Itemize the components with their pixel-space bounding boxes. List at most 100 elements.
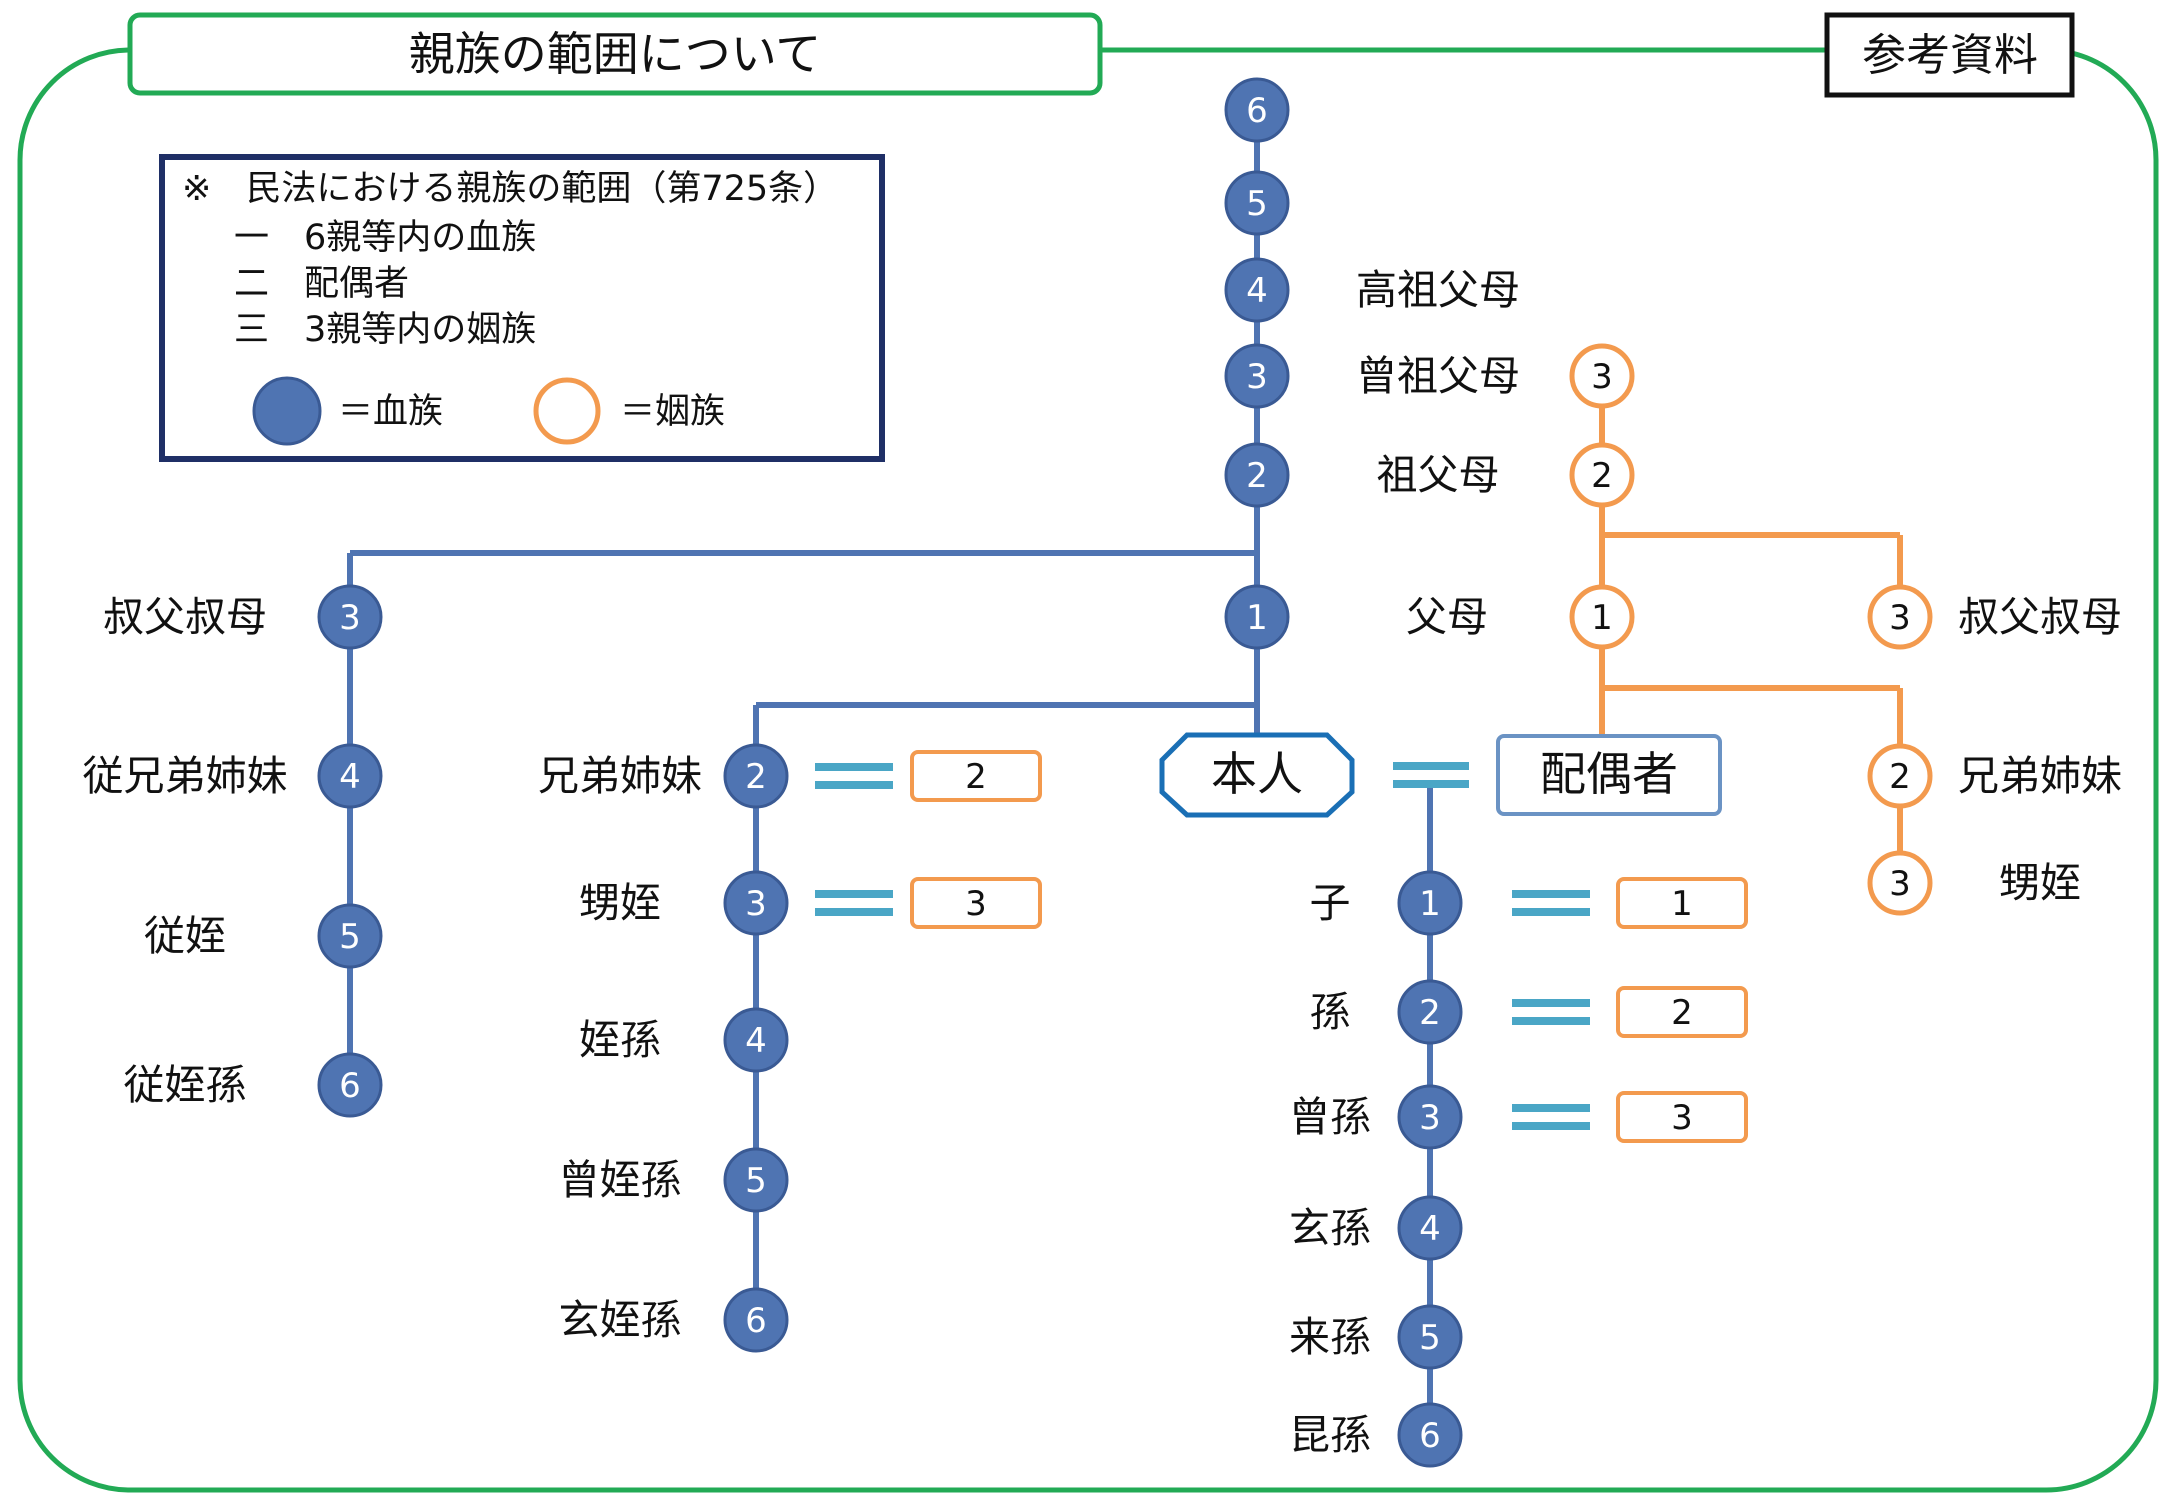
spouse-ascendant-node-degree: 1 [1591,598,1613,638]
spouse-ascendant-node-circle [1569,343,1635,409]
sibling-line-node-degree: 5 [745,1161,767,1201]
legend-blood-label: ＝血族 [338,392,443,432]
sibling-spouse-equals-top [815,890,893,898]
uncle-line-node-circle [317,903,383,969]
descendant-spouse-equals-bottom [1512,1017,1590,1025]
ascendant-node-degree: 4 [1246,271,1268,311]
sibling-spouse-box [910,877,1042,929]
uncle-line-label: 従姪 [144,912,226,960]
descendant-spouse-box-degree: 1 [1671,884,1693,924]
spouse-relative-node-degree: 3 [1889,864,1911,904]
legend-affinity-marker [533,377,601,445]
ascendant-node-circle [1224,442,1290,508]
ascendant-node-degree: 1 [1246,598,1268,638]
uncle-line-label: 従兄弟姉妹 [83,752,288,800]
uncle-line-node-degree: 6 [339,1066,361,1106]
self-label: 本人 [1211,747,1303,801]
spouse-label: 配偶者 [1540,747,1678,801]
legend-affinity-label: ＝姻族 [620,392,725,432]
spouse-relative-node-circle [1867,850,1933,916]
ascendant-node-degree: 3 [1246,357,1268,397]
ascendant-label: 高祖父母 [1356,266,1520,314]
ascendant-node-circle [1224,170,1290,236]
descendant-label: 玄孫 [1289,1204,1371,1252]
ascendant-node-circle [1224,257,1290,323]
descendant-spouse-box [1616,986,1748,1038]
self-spouse-equals-bottom [1393,780,1469,788]
self-node [1159,732,1355,818]
ascendant-node-circle [1224,77,1290,143]
uncle-line-node-degree: 5 [339,917,361,957]
legend-blood-marker [252,376,322,446]
ascendant-node-circle [1224,343,1290,409]
self-spouse-equals-top [1393,762,1469,770]
descendant-node-circle [1397,1195,1463,1261]
uncle-line-node-degree: 4 [339,757,361,797]
sibling-line-node-circle [723,1147,789,1213]
title-box [127,12,1103,96]
descendant-node-circle [1397,1304,1463,1370]
descendant-spouse-equals-top [1512,999,1590,1007]
descendant-label: 孫 [1310,988,1351,1036]
descendant-spouse-equals-bottom [1512,908,1590,916]
legend-item-2: 二 配偶者 [234,264,409,304]
spouse-relative-label: 甥姪 [1999,859,2081,907]
descendant-node-degree: 6 [1419,1416,1441,1456]
spouse-relative-node-circle [1867,584,1933,650]
ascendant-node-degree: 2 [1246,456,1268,496]
ascendant-node-degree: 6 [1246,91,1268,131]
sibling-line-node-degree: 3 [745,884,767,924]
ascendant-label: 曾祖父母 [1356,352,1520,400]
sibling-spouse-box [910,750,1042,802]
sibling-spouse-box-degree: 3 [965,884,987,924]
uncle-line-label: 従姪孫 [124,1061,247,1109]
descendant-node-circle [1397,979,1463,1045]
descendant-spouse-box [1616,1091,1748,1143]
ascendant-node-degree: 5 [1246,184,1268,224]
legend-item-3: 三 3親等内の姻族 [234,310,536,350]
descendant-spouse-equals-top [1512,890,1590,898]
reference-box [1824,12,2075,98]
spouse-relative-label: 兄弟姉妹 [1958,752,2122,800]
sibling-line-node-circle [723,743,789,809]
uncle-line-label: 叔父叔母 [103,593,267,641]
descendant-label: 曾孫 [1289,1093,1371,1141]
descendant-label: 子 [1310,879,1351,927]
sibling-spouse-box-degree: 2 [965,757,987,797]
sibling-line-label: 兄弟姉妹 [538,752,702,800]
sibling-line-label: 玄姪孫 [559,1296,682,1344]
sibling-spouse-equals-bottom [815,908,893,916]
sibling-line-label: 姪孫 [579,1016,661,1064]
spouse-relative-label: 叔父叔母 [1958,593,2122,641]
uncle-line-node-circle [317,1052,383,1118]
spouse-node [1496,734,1722,816]
sibling-spouse-equals-bottom [815,781,893,789]
sibling-line-node-degree: 6 [745,1301,767,1341]
descendant-node-degree: 3 [1419,1098,1441,1138]
sibling-spouse-equals-top [815,763,893,771]
spouse-ascendant-node-circle [1569,442,1635,508]
legend-item-1: 一 6親等内の血族 [234,218,536,258]
sibling-line-node-circle [723,870,789,936]
descendant-node-degree: 5 [1419,1318,1441,1358]
spouse-ascendant-node-degree: 2 [1591,456,1613,496]
sibling-line-label: 甥姪 [579,879,661,927]
descendant-node-circle [1397,1084,1463,1150]
relative-nodes: 6 5 4 高祖父母 3 曾祖父母 3 2 祖父母 2 1 父母 1 3 叔父叔母 4 従兄弟姉妹 5 従姪 6 従姪孫… [83,77,2122,1468]
ascendant-label: 父母 [1406,593,1488,641]
spouse-relative-node-circle [1867,743,1933,809]
sibling-line-node-degree: 2 [745,757,767,797]
descendant-spouse-equals-top [1512,1104,1590,1112]
descendant-node-degree: 1 [1419,884,1441,924]
ascendant-node-circle [1224,584,1290,650]
descendant-spouse-equals-bottom [1512,1122,1590,1130]
descendant-spouse-box-degree: 3 [1671,1098,1693,1138]
descendant-node-degree: 2 [1419,993,1441,1033]
ascendant-label: 祖父母 [1377,451,1500,499]
uncle-line-node-circle [317,743,383,809]
page-title: 親族の範囲について [409,27,822,81]
sibling-line-label: 曾姪孫 [559,1156,682,1204]
descendant-label: 来孫 [1289,1313,1371,1361]
descendant-node-circle [1397,1402,1463,1468]
